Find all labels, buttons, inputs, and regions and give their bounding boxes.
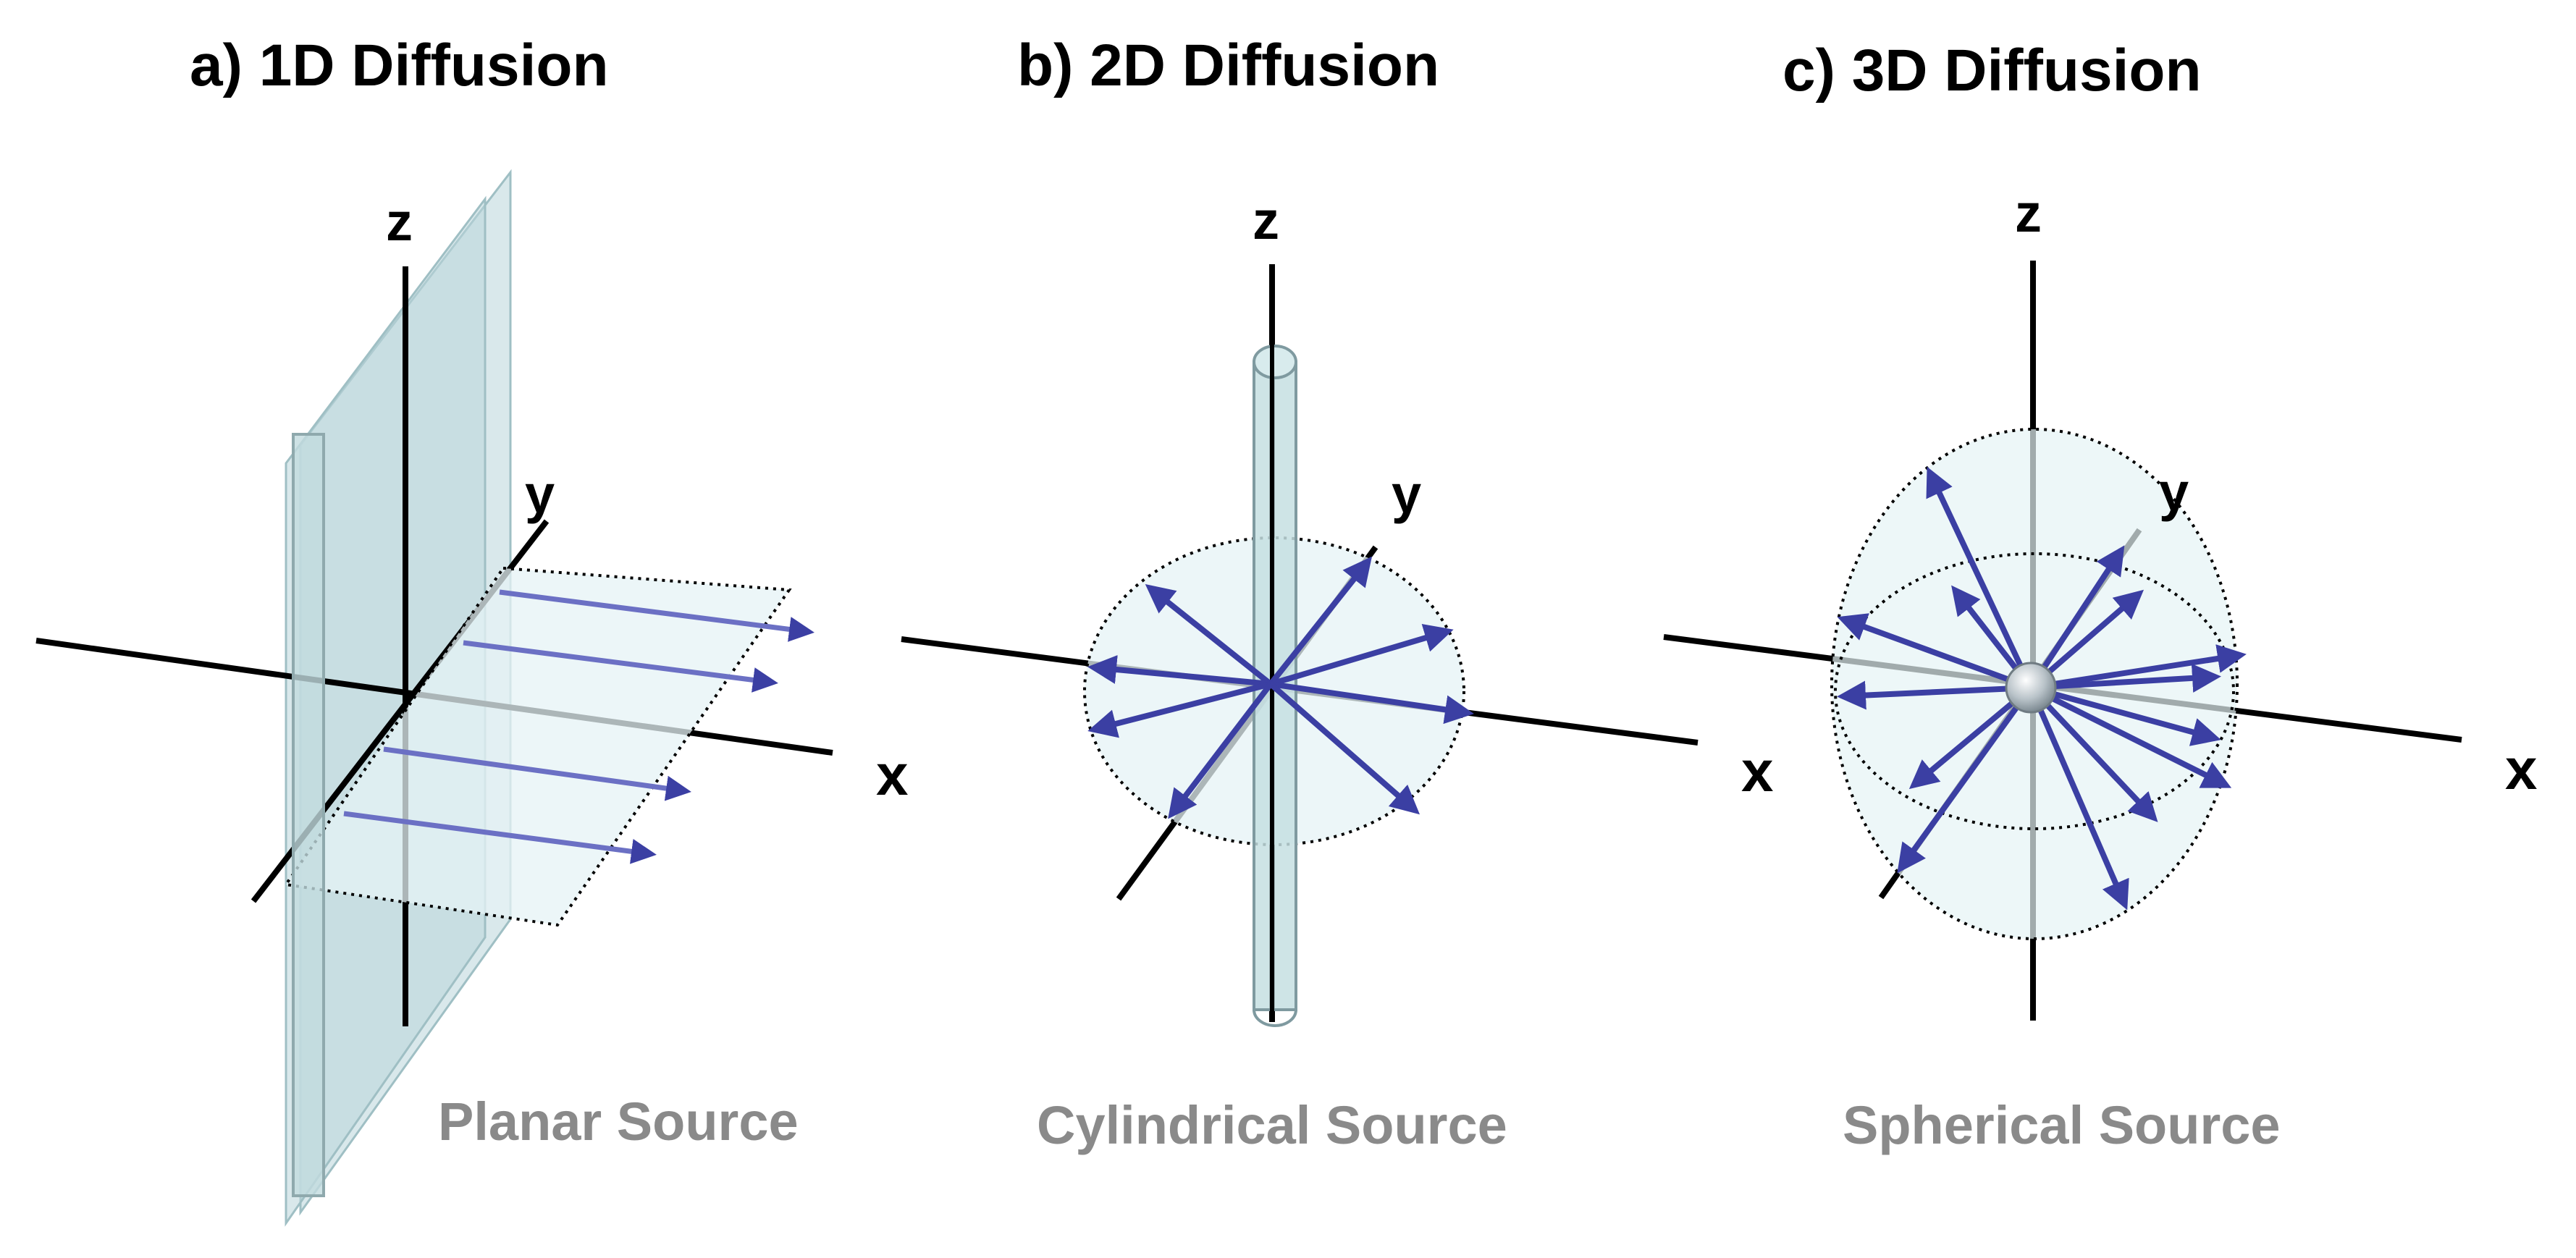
z-axis-label-1d: z [386,192,413,252]
arrow-3d-5 [2030,644,2247,691]
y-axis-label-2d: y [1392,464,1421,524]
planar-source-sheet-front [285,195,487,1227]
x-axis-label-1d: x [876,743,909,807]
arrow-1d-2 [463,640,778,693]
panel-title-2d: b) 2D Diffusion [1017,33,1439,98]
arrow-3d-8 [2029,685,2232,788]
arrow-2d-7 [1087,681,1271,738]
arrow-3d-12 [1837,680,2032,710]
panel-title-3d: c) 3D Diffusion [1782,38,2202,104]
panel-3d: c) 3D Diffusion z y [1663,38,2538,1155]
y-axis-label-1d: y [525,464,555,524]
x-axis-label-2d: x [1741,739,1774,803]
arrow-2d-6 [1087,655,1271,687]
arrow-2d-5 [1268,681,1420,815]
arrow-3d-3 [2028,545,2125,690]
arrow-1d-4 [343,811,657,864]
arrow-3d-14 [1897,685,2034,874]
z-axis-label-3d: z [2015,183,2042,243]
panel-2d: b) 2D Diffusion z y x Cylindr [901,33,1774,1155]
arrow-2d-8 [1168,682,1274,819]
arrow-2d-1 [1145,584,1273,687]
y-axis-label-3d: y [2159,462,2189,522]
source-caption-3d: Spherical Source [1843,1095,2281,1155]
panel-title-1d: a) 1D Diffusion [190,33,609,98]
diffusion-region-1d [283,566,792,927]
arrow-3d-11 [1837,613,2032,691]
arrow-1d-1 [499,589,815,642]
cylindrical-source [1253,264,1297,1027]
spherical-source [2005,662,2057,714]
x-axis-label-3d: x [2505,737,2538,801]
source-caption-1d: Planar Source [438,1092,799,1152]
arrow-2d-4 [1270,681,1474,725]
source-caption-2d: Cylindrical Source [1037,1095,1507,1155]
arrow-3d-6 [2030,663,2221,693]
arrow-3d-9 [2029,685,2158,822]
z-axis-label-2d: z [1253,190,1279,250]
arrow-2d-2 [1268,556,1372,686]
arrow-3d-7 [2029,685,2221,746]
arrow-3d-1 [1926,466,2034,689]
planar-source-edge [292,433,325,1197]
diffusion-region-3d-equator [1834,552,2235,830]
panel-1d: a) 1D Diffusion z y x Planar Source [35,33,909,1227]
diffusion-arrows-1d [343,589,815,864]
arrow-3d-10 [2028,686,2129,911]
arrow-2d-3 [1269,623,1454,687]
arrow-1d-3 [383,746,691,801]
diffusion-arrows-2d [1087,556,1474,819]
